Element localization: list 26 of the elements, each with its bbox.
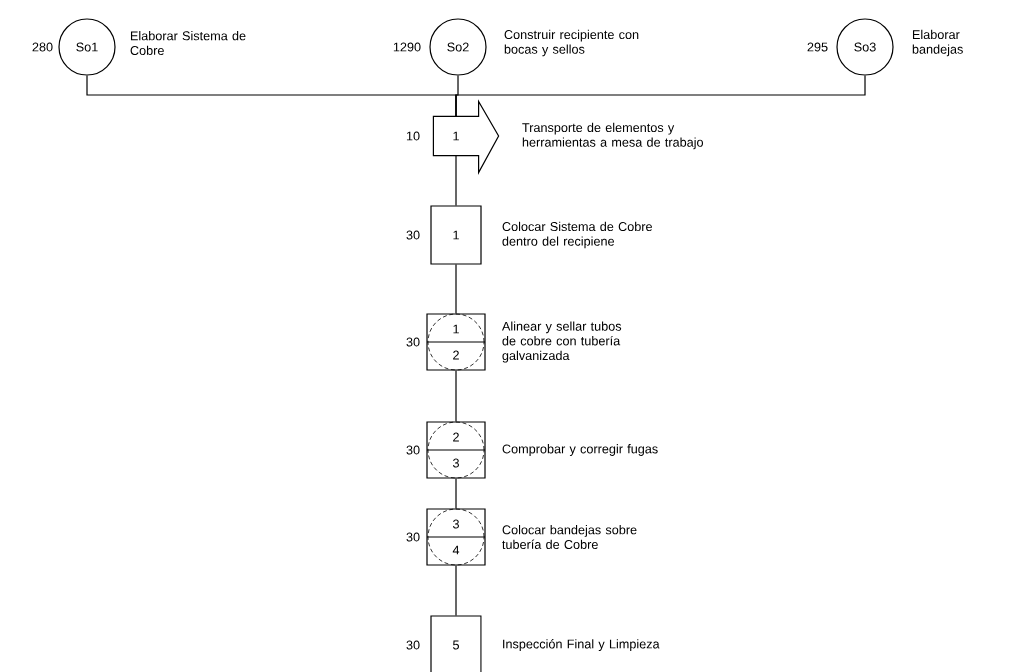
time-label: 30 [406,445,420,455]
time-label: 10 [406,131,420,141]
connector-line [455,75,866,117]
connector-line [455,565,457,616]
step-description: Construir recipiente con bocas y sellos [504,29,639,57]
step-description: Elaborar bandejas [912,29,963,57]
time-label: 30 [406,532,420,542]
inspection-box: 5 [430,615,482,672]
time-label: 295 [807,42,828,52]
step-description: Alinear y sellar tubos de cobre con tubería galvanizada [501,321,622,363]
inspection-box: 1 [430,205,482,265]
connector-line [455,155,457,206]
time-label: 30 [406,230,420,240]
step-description: Colocar Sistema de Cobre dentro del recipiene [502,221,652,249]
step-description: Transporte de elementos y herramientas a mesa de trabajo [522,122,704,150]
connector-line [455,478,457,509]
step-description: Comprobar y corregir fugas [502,444,658,456]
step-description: Inspección Final y Limpieza [503,639,660,651]
time-label: 280 [32,42,53,52]
time-label: 30 [406,640,420,650]
step-description: Colocar bandejas sobre tubería de Cobre [502,525,637,549]
connector-line [455,264,457,314]
step-description: Elaborar Sistema de Cobre [130,31,246,55]
time-label: 30 [406,337,420,347]
connector-line [455,370,457,422]
time-label: 1290 [393,42,421,52]
